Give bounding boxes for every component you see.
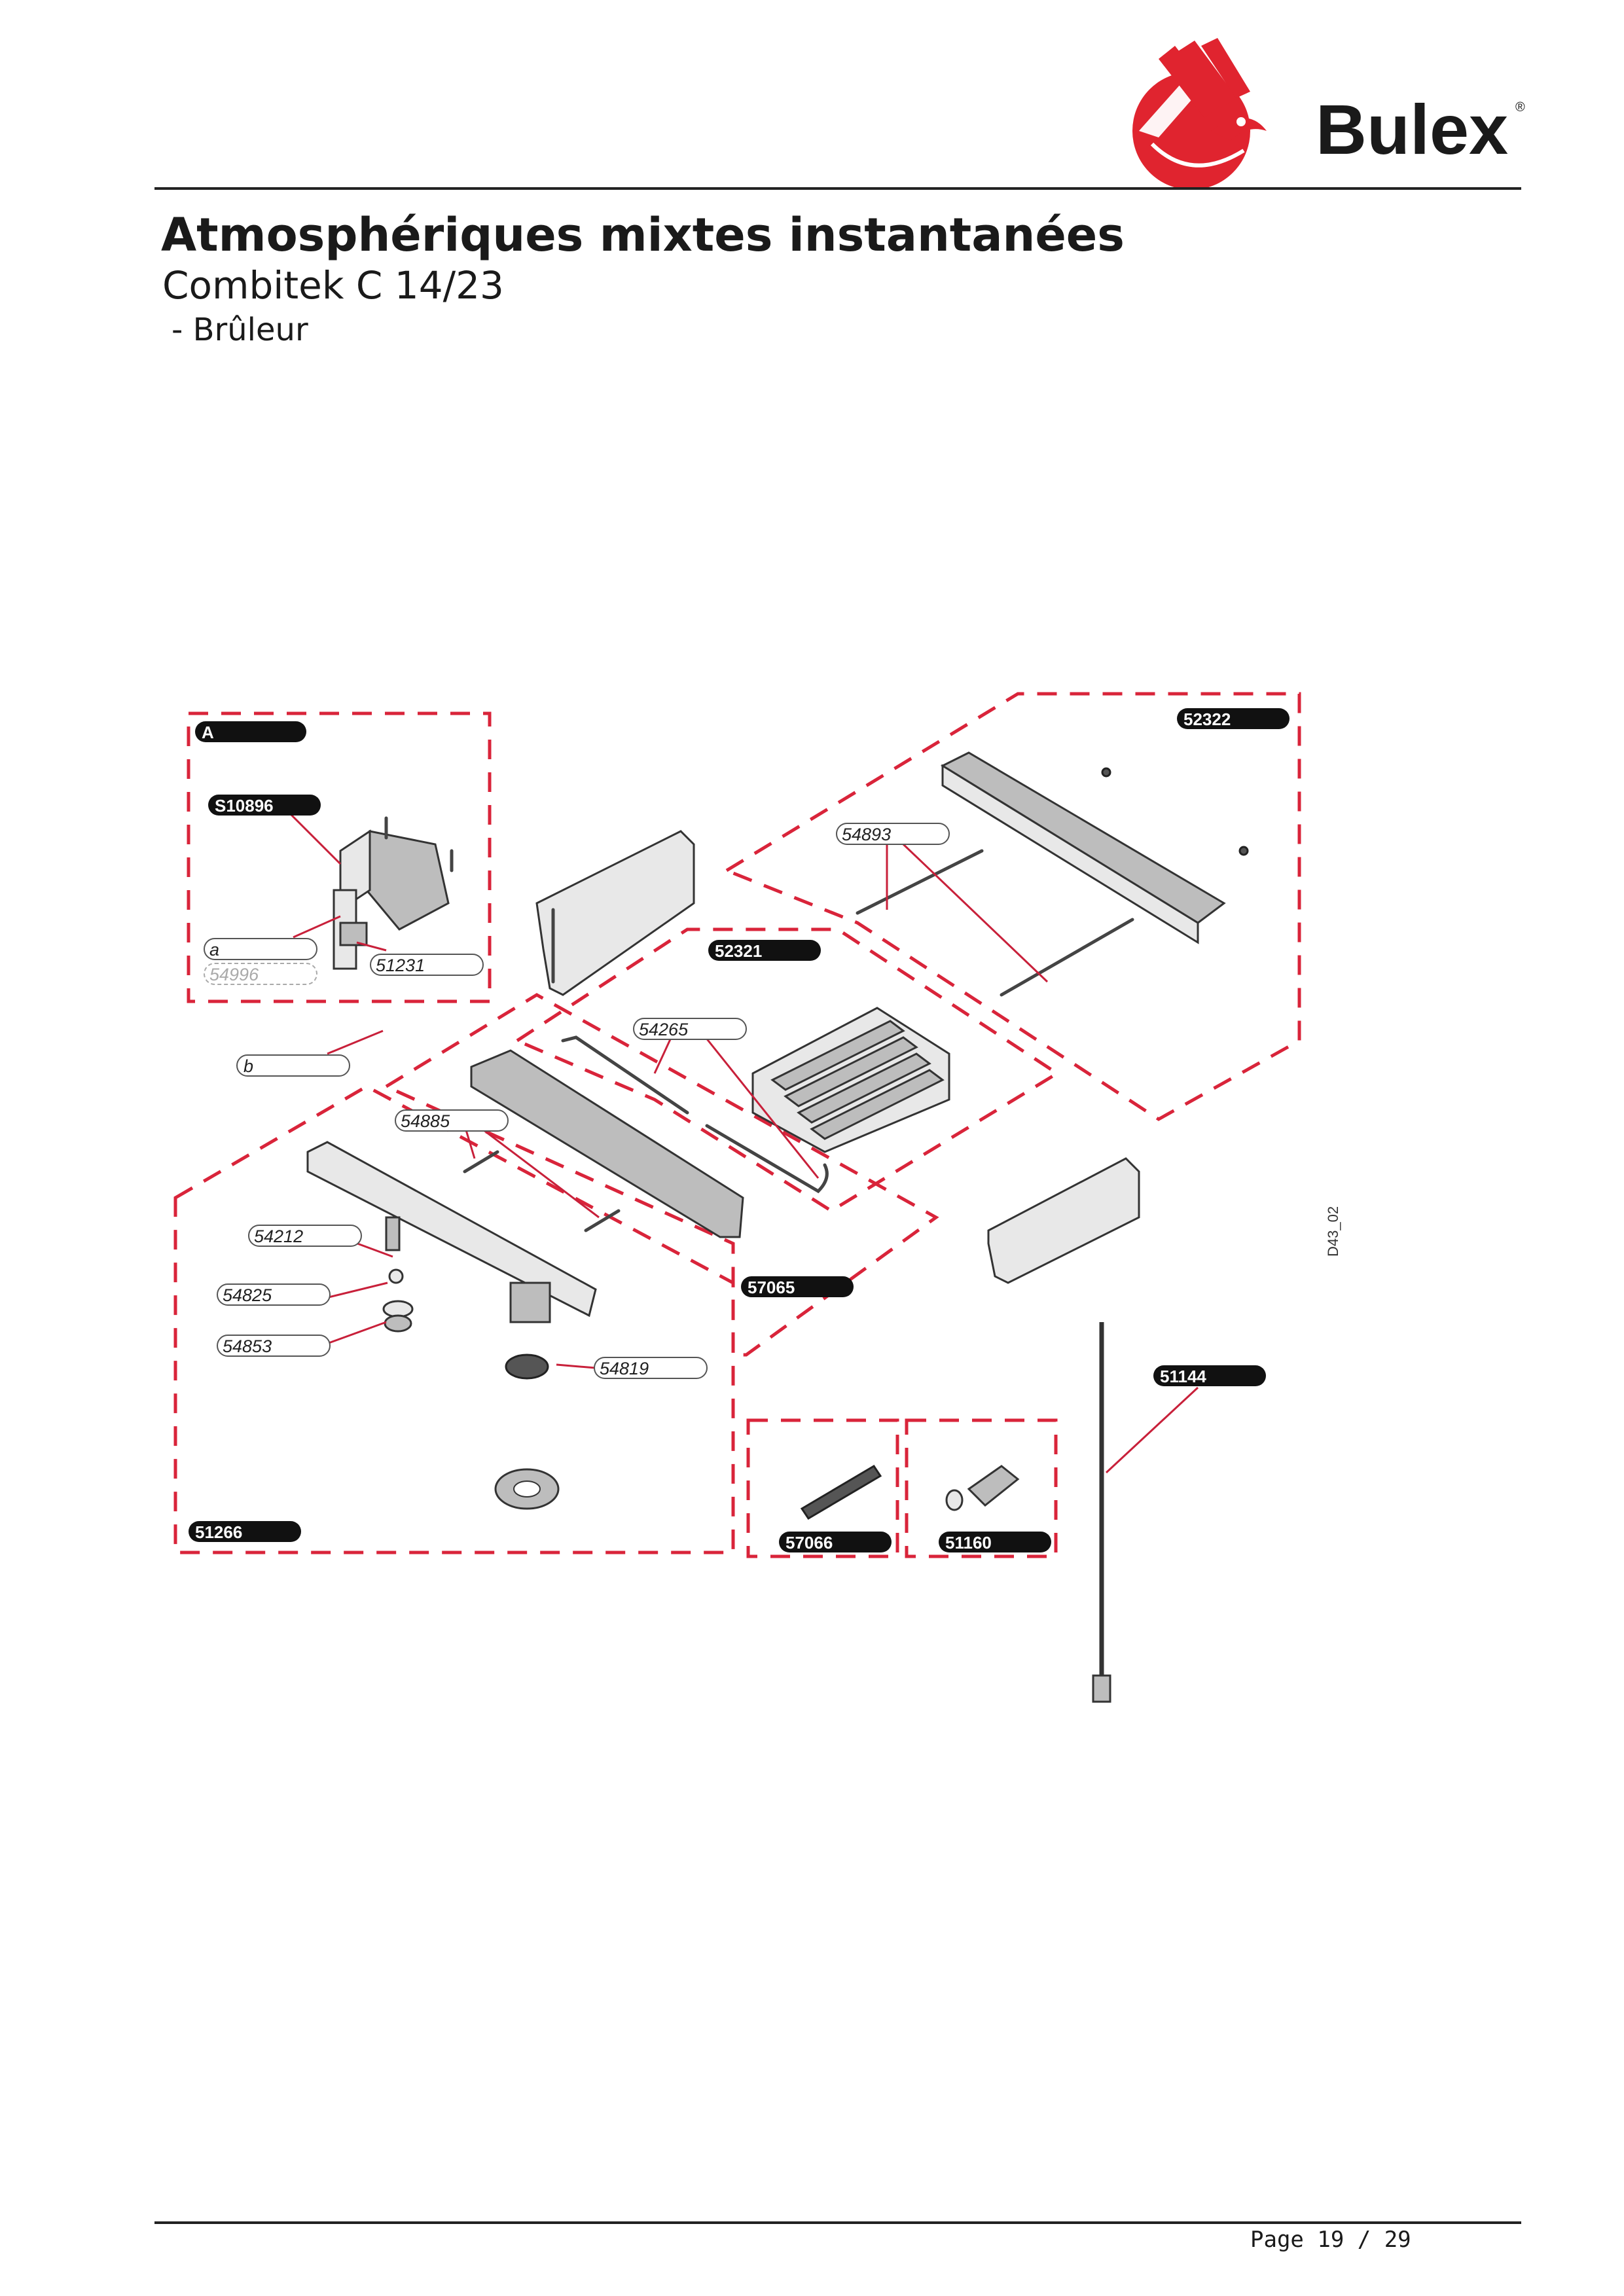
tag-57066-label: 57066: [785, 1533, 833, 1552]
tag-S10896-label: S10896: [215, 796, 274, 816]
tag-b-label: b: [244, 1056, 253, 1076]
bulex-bird-emblem-icon: [1132, 38, 1267, 190]
tag-54265: [633, 1018, 747, 1040]
tag-a: [204, 938, 317, 960]
burner-side-panel-left: [535, 830, 695, 996]
tag-52322: [1177, 708, 1290, 729]
tag-51266: [189, 1521, 301, 1542]
tag-54825-label: 54825: [223, 1285, 272, 1305]
valve-screw-part: [800, 1464, 882, 1520]
tag-54819: [594, 1357, 708, 1379]
tag-57065-label: 57065: [748, 1278, 795, 1297]
tag-52322-label: 52322: [1183, 709, 1231, 729]
burner-blades-part: [751, 1007, 950, 1153]
group-box-57066: [746, 1418, 899, 1558]
tag-54212: [248, 1225, 362, 1247]
page-title: Atmosphériques mixtes instantanées: [161, 208, 1125, 262]
tag-51231: [370, 954, 484, 976]
tag-51160-label: 51160: [945, 1533, 992, 1552]
tag-57066: [779, 1532, 892, 1552]
tag-54996-label: 54996: [209, 965, 259, 984]
tag-52321-label: 52321: [715, 941, 762, 961]
registered-mark: ®: [1515, 100, 1525, 115]
tag-54212-label: 54212: [254, 1227, 303, 1246]
valve-part: [945, 1465, 1020, 1511]
group-box-51266: [173, 1085, 735, 1554]
section-name: - Brûleur: [171, 312, 308, 348]
tag-51231-label: 51231: [376, 956, 425, 975]
screws-part: [463, 1150, 621, 1232]
tag-54996: [204, 963, 317, 985]
tag-54885: [395, 1109, 509, 1132]
tag-A-label: A: [202, 723, 214, 742]
ignition-wire-part: [561, 1035, 829, 1194]
leader-lines: [287, 810, 1199, 1474]
tag-51160: [939, 1532, 1051, 1552]
page-number: Page 19 / 29: [1250, 2227, 1411, 2253]
bulex-logo: Bulex ®: [1132, 38, 1525, 190]
tag-54825: [217, 1283, 331, 1306]
thermocouple-probe-part: [1092, 1322, 1111, 1703]
tag-52321: [708, 940, 821, 961]
brand-name: Bulex: [1316, 90, 1508, 169]
tag-54893: [836, 823, 950, 845]
tag-54265-label: 54265: [639, 1020, 689, 1039]
tag-54819-label: 54819: [600, 1359, 649, 1378]
burner-side-panel-right: [987, 1157, 1140, 1284]
tag-54893-label: 54893: [842, 825, 891, 844]
tag-b: [236, 1054, 350, 1077]
tag-a-label: a: [209, 940, 219, 960]
header-rule: [154, 187, 1521, 190]
tag-51144: [1153, 1365, 1266, 1386]
model-name: Combitek C 14/23: [162, 263, 504, 308]
rod-upper-part: [856, 849, 984, 915]
tag-54853-label: 54853: [223, 1336, 272, 1356]
tag-51144-label: 51144: [1160, 1367, 1206, 1386]
tag-51266-label: 51266: [195, 1522, 242, 1542]
rod-lower-part: [1000, 918, 1134, 997]
group-box-52322: [723, 692, 1301, 1121]
tag-54885-label: 54885: [401, 1111, 450, 1131]
gas-manifold-part: [306, 1141, 597, 1510]
injector-rail-part: [940, 751, 1249, 944]
group-box-51160: [905, 1418, 1058, 1558]
tag-57065: [741, 1276, 854, 1297]
group-box-57065: [382, 993, 939, 1357]
group-box-a: [187, 711, 492, 1003]
footer-rule: [154, 2221, 1521, 2224]
tag-A: [195, 721, 306, 742]
group-box-52321: [513, 927, 1060, 1213]
tag-54853: [217, 1335, 331, 1357]
pilot-bracket-part: [333, 816, 454, 970]
tag-S10896: [208, 795, 321, 816]
burner-cover-plate-part: [470, 1049, 744, 1238]
drawing-code: D43_02: [1325, 1206, 1341, 1257]
